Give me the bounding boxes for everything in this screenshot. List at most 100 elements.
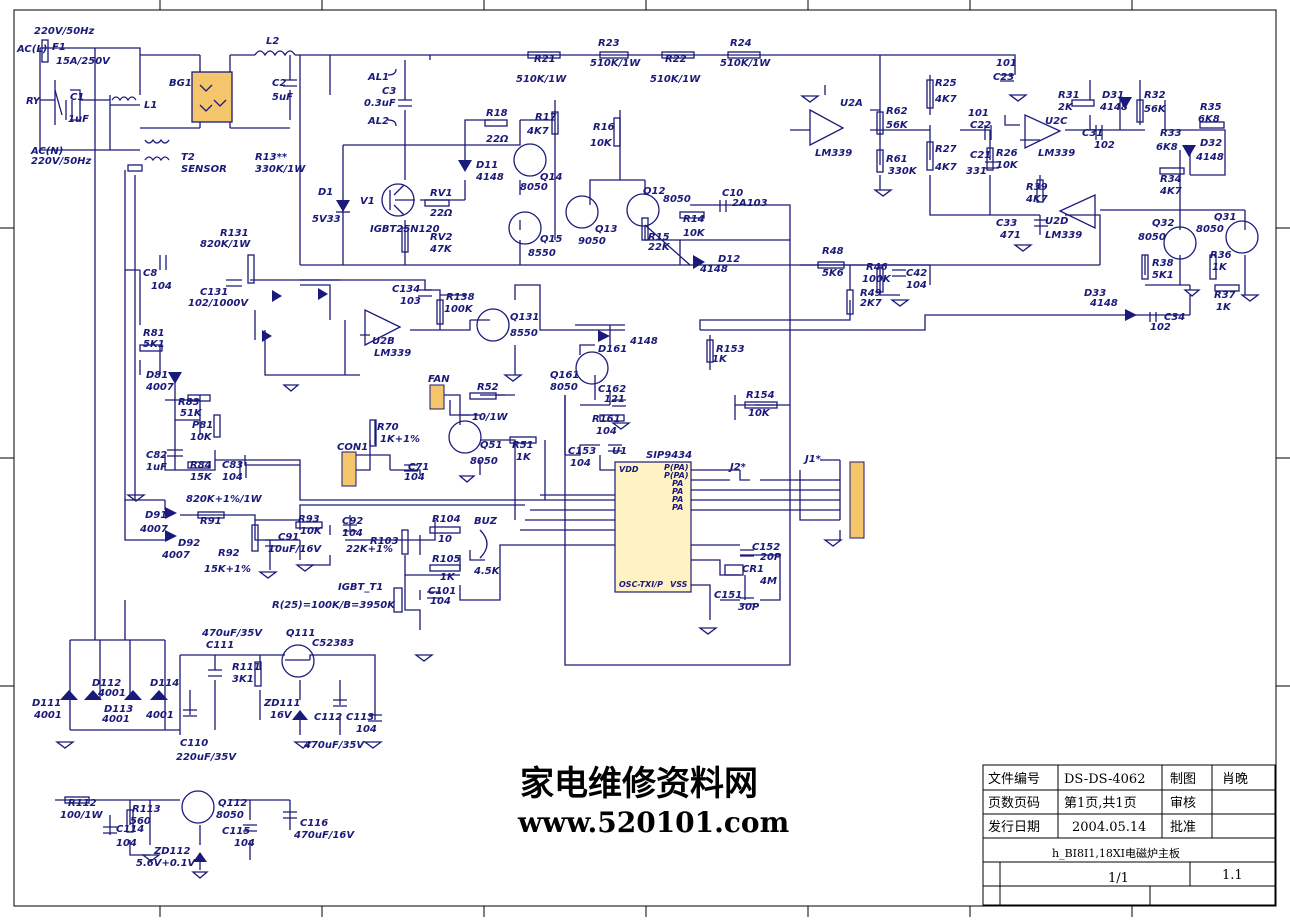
label-d31: D31 xyxy=(1102,90,1124,101)
fan-connector xyxy=(429,384,445,410)
inductor-l2 xyxy=(254,50,296,57)
label-t2: T2 xyxy=(181,152,195,163)
label-d12: D12 xyxy=(718,254,740,265)
label-r131: R131 xyxy=(220,228,249,239)
label-d161: D161 xyxy=(598,344,627,355)
label-c42: C42 xyxy=(906,268,927,279)
label-r39-val: 4K7 xyxy=(1025,194,1048,205)
label-j1: J1* xyxy=(803,454,822,465)
label-igbt-t1: IGBT_T1 xyxy=(338,582,383,593)
label-q12-val: 8050 xyxy=(663,194,691,205)
label-v1-val: IGBT25N120 xyxy=(370,224,440,235)
label-r24-val: 510K/1W xyxy=(720,58,771,69)
label-r18-val: 22Ω xyxy=(486,134,509,145)
label-c116: C116 xyxy=(300,818,328,829)
label-r81-val: 5K1 xyxy=(143,339,165,350)
label-f1: F1 xyxy=(52,42,66,53)
label-r18: R18 xyxy=(486,108,508,119)
label-d92: D92 xyxy=(178,538,200,549)
label-r93: R93 xyxy=(298,514,320,525)
label-q15-val: 8550 xyxy=(528,248,556,259)
label-d31-val: 4148 xyxy=(1099,102,1128,113)
label-q111: Q111 xyxy=(286,628,315,639)
label-u2b-val: LM339 xyxy=(374,348,411,359)
capacitors xyxy=(103,74,1157,834)
label-d81-val: 4007 xyxy=(145,382,174,393)
label-rv1: RV1 xyxy=(430,188,452,199)
label-r93-val: 10K xyxy=(300,526,323,537)
label-c22-val: 101 xyxy=(968,108,989,119)
label-ac-in-2: 220V/50Hz xyxy=(31,156,92,167)
label-d92-val: 4007 xyxy=(161,550,190,561)
tb-doc-no-label: 文件编号 xyxy=(988,772,1040,787)
label-r105: R105 xyxy=(432,554,461,565)
label-c82: C82 xyxy=(146,450,167,461)
label-con1: CON1 xyxy=(337,442,368,453)
label-r21: R21 xyxy=(534,54,556,65)
label-c2-val: 5uF xyxy=(272,92,293,103)
label-rv2-val: 47K xyxy=(429,244,453,255)
label-c131: C131 xyxy=(200,287,228,298)
label-c113-val: 104 xyxy=(356,724,377,735)
label-d11-val: 4148 xyxy=(475,172,504,183)
label-fan: FAN xyxy=(428,374,450,385)
label-u2c: U2C xyxy=(1045,116,1068,127)
label-c33: C33 xyxy=(996,218,1017,229)
label-r23: R23 xyxy=(598,38,620,49)
label-ac-l: AC(L) xyxy=(16,44,47,55)
label-r34-val: 4K7 xyxy=(1159,186,1182,197)
label-r16: R16 xyxy=(593,122,615,133)
label-c21-val: 331 xyxy=(966,166,987,177)
label-r111: R111 xyxy=(232,662,261,673)
label-zd111: ZD111 xyxy=(263,698,300,709)
inductor-l1 xyxy=(111,96,137,102)
watermark-url: www.520101.com xyxy=(517,806,789,839)
label-c21: C21 xyxy=(970,150,991,161)
label-r153: R153 xyxy=(716,344,745,355)
label-c8-val: 104 xyxy=(151,281,172,292)
label-q112-val: 8050 xyxy=(216,810,244,821)
label-r33: R33 xyxy=(1160,128,1182,139)
fuse-symbol xyxy=(41,39,49,63)
u1-pin-right-1: P(PA) xyxy=(664,471,689,480)
label-r16-val: 10K xyxy=(590,138,613,149)
label-r103-val: 22K+1% xyxy=(346,544,393,555)
label-r48-val: 5K6 xyxy=(822,268,844,279)
label-r22-val: 510K/1W xyxy=(650,74,701,85)
label-c115: C115 xyxy=(222,826,250,837)
label-c115-val: 104 xyxy=(234,838,255,849)
label-u2a: U2A xyxy=(840,98,863,109)
label-r153-val: 1K xyxy=(712,354,728,365)
label-r83: R83 xyxy=(178,397,200,408)
label-rv2: RV2 xyxy=(430,232,452,243)
label-q161-val: 8050 xyxy=(550,382,578,393)
label-r49: R49 xyxy=(860,288,882,299)
label-c153: C153 xyxy=(568,446,596,457)
label-c33-val: 471 xyxy=(999,230,1021,241)
label-r26: R26 xyxy=(996,148,1018,159)
label-c116-val: 470uF/16V xyxy=(293,830,355,841)
diodes xyxy=(60,97,1196,862)
label-bg1: BG1 xyxy=(169,78,192,89)
label-d112: D112 xyxy=(92,678,121,689)
tb-date-label: 发行日期 xyxy=(988,819,1040,835)
label-r83-val: 51K xyxy=(180,408,203,419)
label-q51-val: 8050 xyxy=(470,456,498,467)
u1-pin-right-4: PA xyxy=(672,495,683,504)
label-c71: C71 xyxy=(408,462,429,473)
label-r113-val: 560 xyxy=(130,816,151,827)
components xyxy=(41,39,1260,879)
label-r37: R37 xyxy=(1214,290,1236,301)
label-r52-val: 10/1W xyxy=(472,412,509,423)
label-r52: R52 xyxy=(477,382,499,393)
label-r70: R70 xyxy=(377,422,399,433)
label-r154-val: 10K xyxy=(748,408,771,419)
con1-connector xyxy=(341,451,357,487)
label-r36: R36 xyxy=(1210,250,1232,261)
label-d111-val: 4001 xyxy=(33,710,62,721)
label-r62-val: 56K xyxy=(886,120,909,131)
label-r36-val: 1K xyxy=(1212,262,1228,273)
label-r51: R51 xyxy=(512,440,534,451)
tb-check-label: 审核 xyxy=(1170,796,1196,811)
coil-al xyxy=(387,68,397,127)
